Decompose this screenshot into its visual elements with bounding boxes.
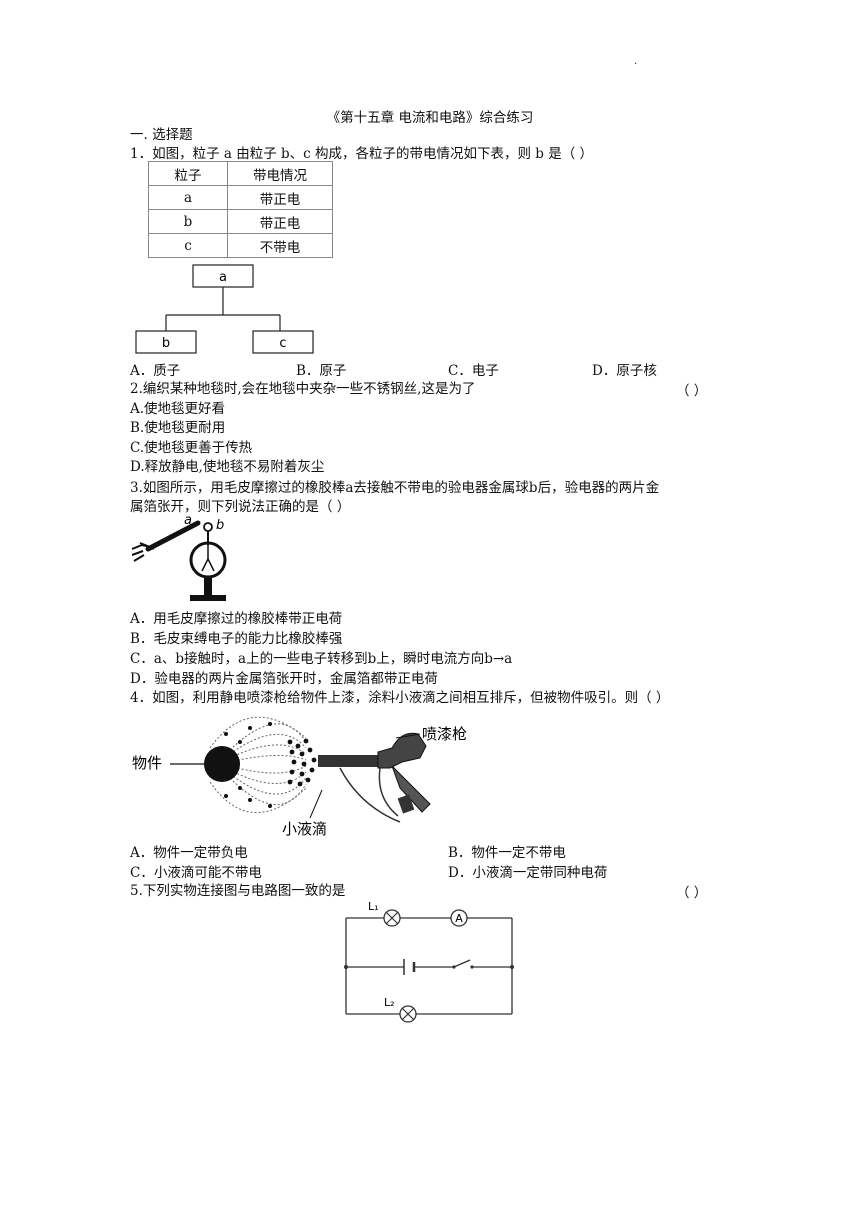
particle-label-c: c	[279, 336, 286, 351]
q1-particle-table: 粒子 带电情况 a 带正电 b 带正电 c 不带电	[148, 161, 333, 258]
table-cell: b	[148, 209, 228, 234]
ammeter-label: A	[455, 912, 463, 925]
droplet-label: 小液滴	[282, 820, 327, 838]
stand-base	[190, 595, 226, 601]
q4-option-a: A．物件一定带负电	[130, 845, 248, 861]
q3-option-d: D．验电器的两片金属箔张开时，金属箔都带正电荷	[130, 671, 438, 687]
q2-option-b: B.使地毯更耐用	[130, 420, 226, 436]
table-cell: 不带电	[227, 233, 333, 258]
q4-spray-gun-figure: 物件 喷漆枪 小液滴	[132, 716, 467, 838]
q4-option-c: C．小液滴可能不带电	[130, 865, 262, 881]
q4-option-d: D．小液滴一定带同种电荷	[448, 865, 608, 881]
q5-circuit-diagram: L₁ A L₂	[344, 900, 514, 1023]
table-cell: 带正电	[227, 209, 333, 234]
battery-icon	[403, 959, 416, 975]
table-header-row: 粒子 带电情况	[148, 161, 333, 186]
stand-post	[204, 577, 212, 595]
q1-option-d: D．原子核	[592, 363, 657, 379]
q1-option-b: B．原子	[296, 363, 347, 379]
page-title: 《第十五章 电流和电路》综合练习	[326, 110, 534, 126]
rubber-rod	[145, 520, 201, 552]
header-dot: .	[634, 56, 638, 67]
q2-option-a: A.使地毯更好看	[130, 401, 226, 417]
q5-stem: 5.下列实物连接图与电路图一致的是	[130, 883, 346, 899]
ammeter-icon: A	[450, 909, 468, 927]
table-cell: c	[148, 233, 228, 258]
section-heading: 一. 选择题	[130, 127, 193, 143]
foil-leaf	[201, 558, 209, 572]
metal-ball	[203, 522, 213, 532]
particle-label-b: b	[162, 336, 170, 351]
q2-option-d: D.释放静电,使地毯不易附着灰尘	[130, 459, 325, 475]
object-sphere	[204, 746, 240, 782]
switch-icon	[452, 959, 474, 969]
q4-stem: 4．如图，利用静电喷漆枪给物件上漆，涂料小液滴之间相互排斥，但被物件吸引。则（ …	[130, 690, 670, 706]
q1-option-a: A．质子	[130, 363, 181, 379]
q4-option-b: B．物件一定不带电	[448, 845, 566, 861]
particle-box-b	[135, 330, 197, 354]
lamp-l2-label: L₂	[384, 996, 395, 1009]
table-header-cell: 粒子	[148, 161, 228, 186]
q2-stem: 2.编织某种地毯时,会在地毯中夹杂一些不锈钢丝,这是为了	[130, 381, 476, 397]
object-label: 物件	[132, 754, 162, 772]
table-header-cell: 带电情况	[227, 161, 333, 186]
q3-stem-line1: 3.如图所示，用毛皮摩擦过的橡胶棒a去接触不带电的验电器金属球b后，验电器的两片…	[130, 480, 660, 496]
lamp-l1-icon	[383, 909, 401, 927]
q5-answer-paren: （ ）	[676, 885, 708, 901]
q1-option-c: C．电子	[448, 363, 499, 379]
q3-stem-line2: 属箔张开，则下列说法正确的是（ ）	[130, 499, 351, 515]
table-row: c 不带电	[148, 233, 333, 258]
table-row: a 带正电	[148, 185, 333, 210]
q2-option-c: C.使地毯更善于传热	[130, 440, 253, 456]
particle-label-a: a	[219, 270, 227, 285]
q1-stem: 1．如图，粒子 a 由粒子 b、c 构成，各粒子的带电情况如下表，则 b 是（ …	[130, 146, 594, 162]
q1-particle-diagram: a b c	[135, 264, 314, 354]
particle-box-c	[252, 330, 314, 354]
rod-label-a: a	[184, 515, 192, 528]
q2-answer-paren: （ ）	[676, 383, 708, 399]
table-cell: a	[148, 185, 228, 210]
spray-gun-label: 喷漆枪	[422, 725, 467, 743]
q3-option-a: A．用毛皮摩擦过的橡胶棒带正电荷	[130, 611, 343, 627]
table-row: b 带正电	[148, 209, 333, 234]
q3-electroscope-figure: a b	[131, 515, 227, 601]
q3-option-c: C．a、b接触时，a上的一些电子转移到b上，瞬时电流方向b→a	[130, 651, 513, 667]
foil-leaf	[207, 558, 215, 572]
lamp-l1-label: L₁	[368, 900, 379, 913]
table-cell: 带正电	[227, 185, 333, 210]
spray-gun-icon	[318, 732, 431, 823]
lamp-l2-icon	[399, 1005, 417, 1023]
droplets	[224, 722, 317, 808]
q3-option-b: B．毛皮束缚电子的能力比橡胶棒强	[130, 631, 343, 647]
ball-label-b: b	[216, 518, 224, 533]
